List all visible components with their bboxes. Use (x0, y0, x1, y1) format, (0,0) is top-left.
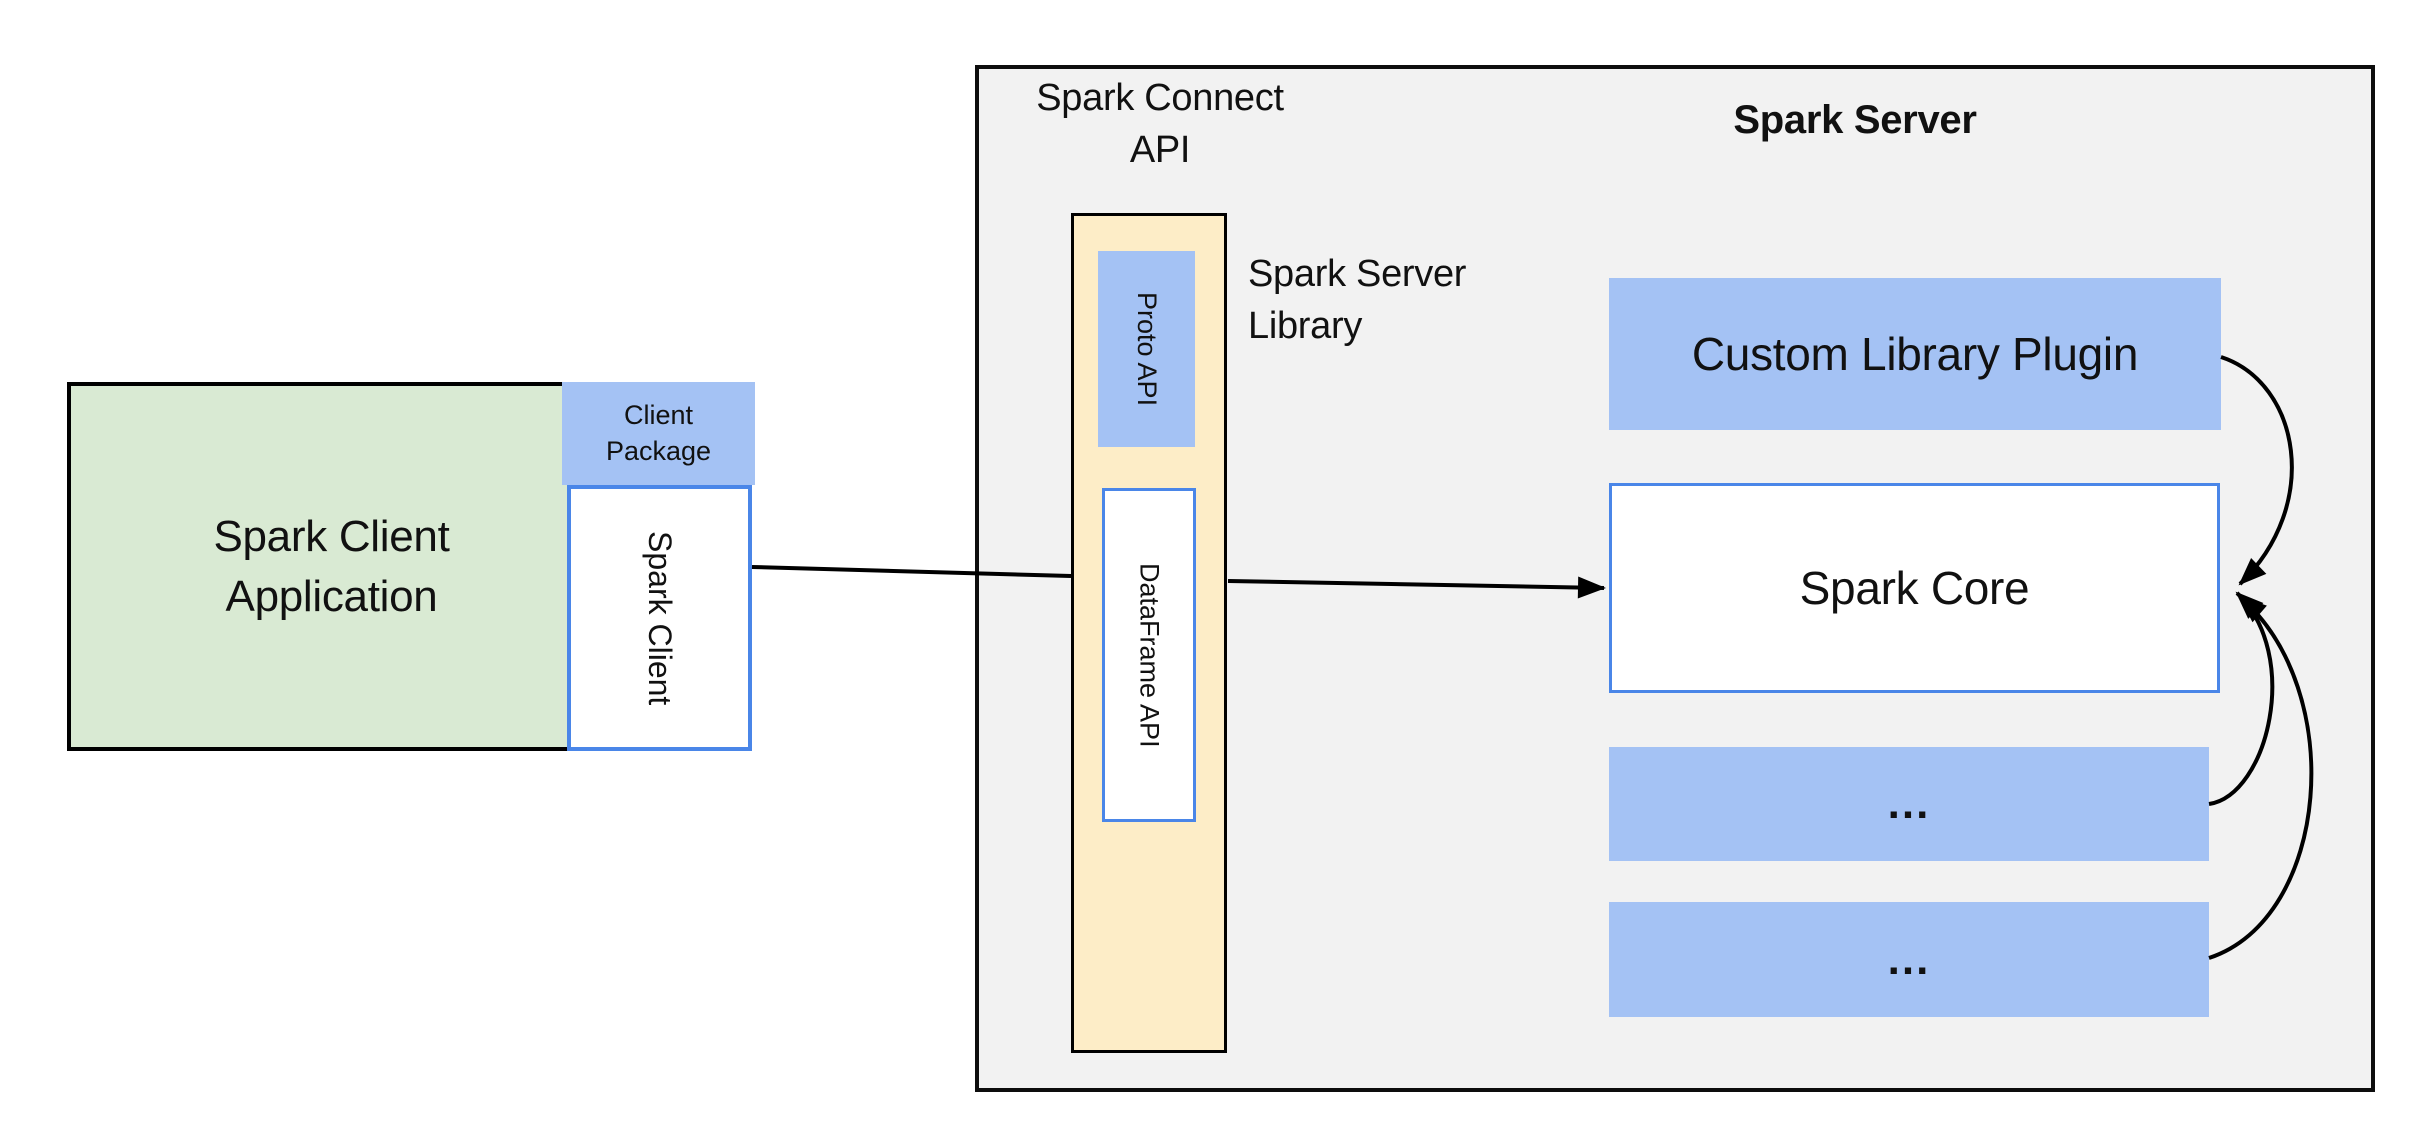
spark-client-label: Spark Client (642, 530, 678, 706)
plugin-placeholder-bottom-label: ... (1887, 934, 1931, 984)
plugin-placeholder-box-top: ... (1609, 747, 2209, 861)
proto-api-box: Proto API (1098, 251, 1195, 447)
proto-api-label: Proto API (1132, 291, 1162, 407)
spark-core-label: Spark Core (1799, 562, 2030, 614)
spark-client-application-label: Spark Client Application (213, 512, 450, 621)
spark-connect-api-label: Spark Connect API (1036, 77, 1284, 172)
plugin-placeholder-top-label: ... (1887, 779, 1931, 828)
spark-client-application-box: Spark Client Application (67, 382, 596, 751)
custom-library-plugin-box: Custom Library Plugin (1609, 278, 2221, 430)
dataframe-api-label: DataFrame API (1134, 562, 1165, 748)
custom-library-plugin-label: Custom Library Plugin (1691, 328, 2139, 380)
spark-server-title: Spark Server (1733, 98, 1977, 142)
client-package-box: Client Package (562, 382, 755, 485)
plugin-placeholder-box-bottom: ... (1609, 902, 2209, 1017)
client-package-label: Client Package (605, 400, 712, 466)
dataframe-api-box: DataFrame API (1102, 488, 1196, 822)
spark-client-box: Spark Client (567, 485, 752, 751)
spark-core-box: Spark Core (1609, 483, 2220, 693)
spark-server-library-label: Spark Server Library (1248, 253, 1467, 348)
